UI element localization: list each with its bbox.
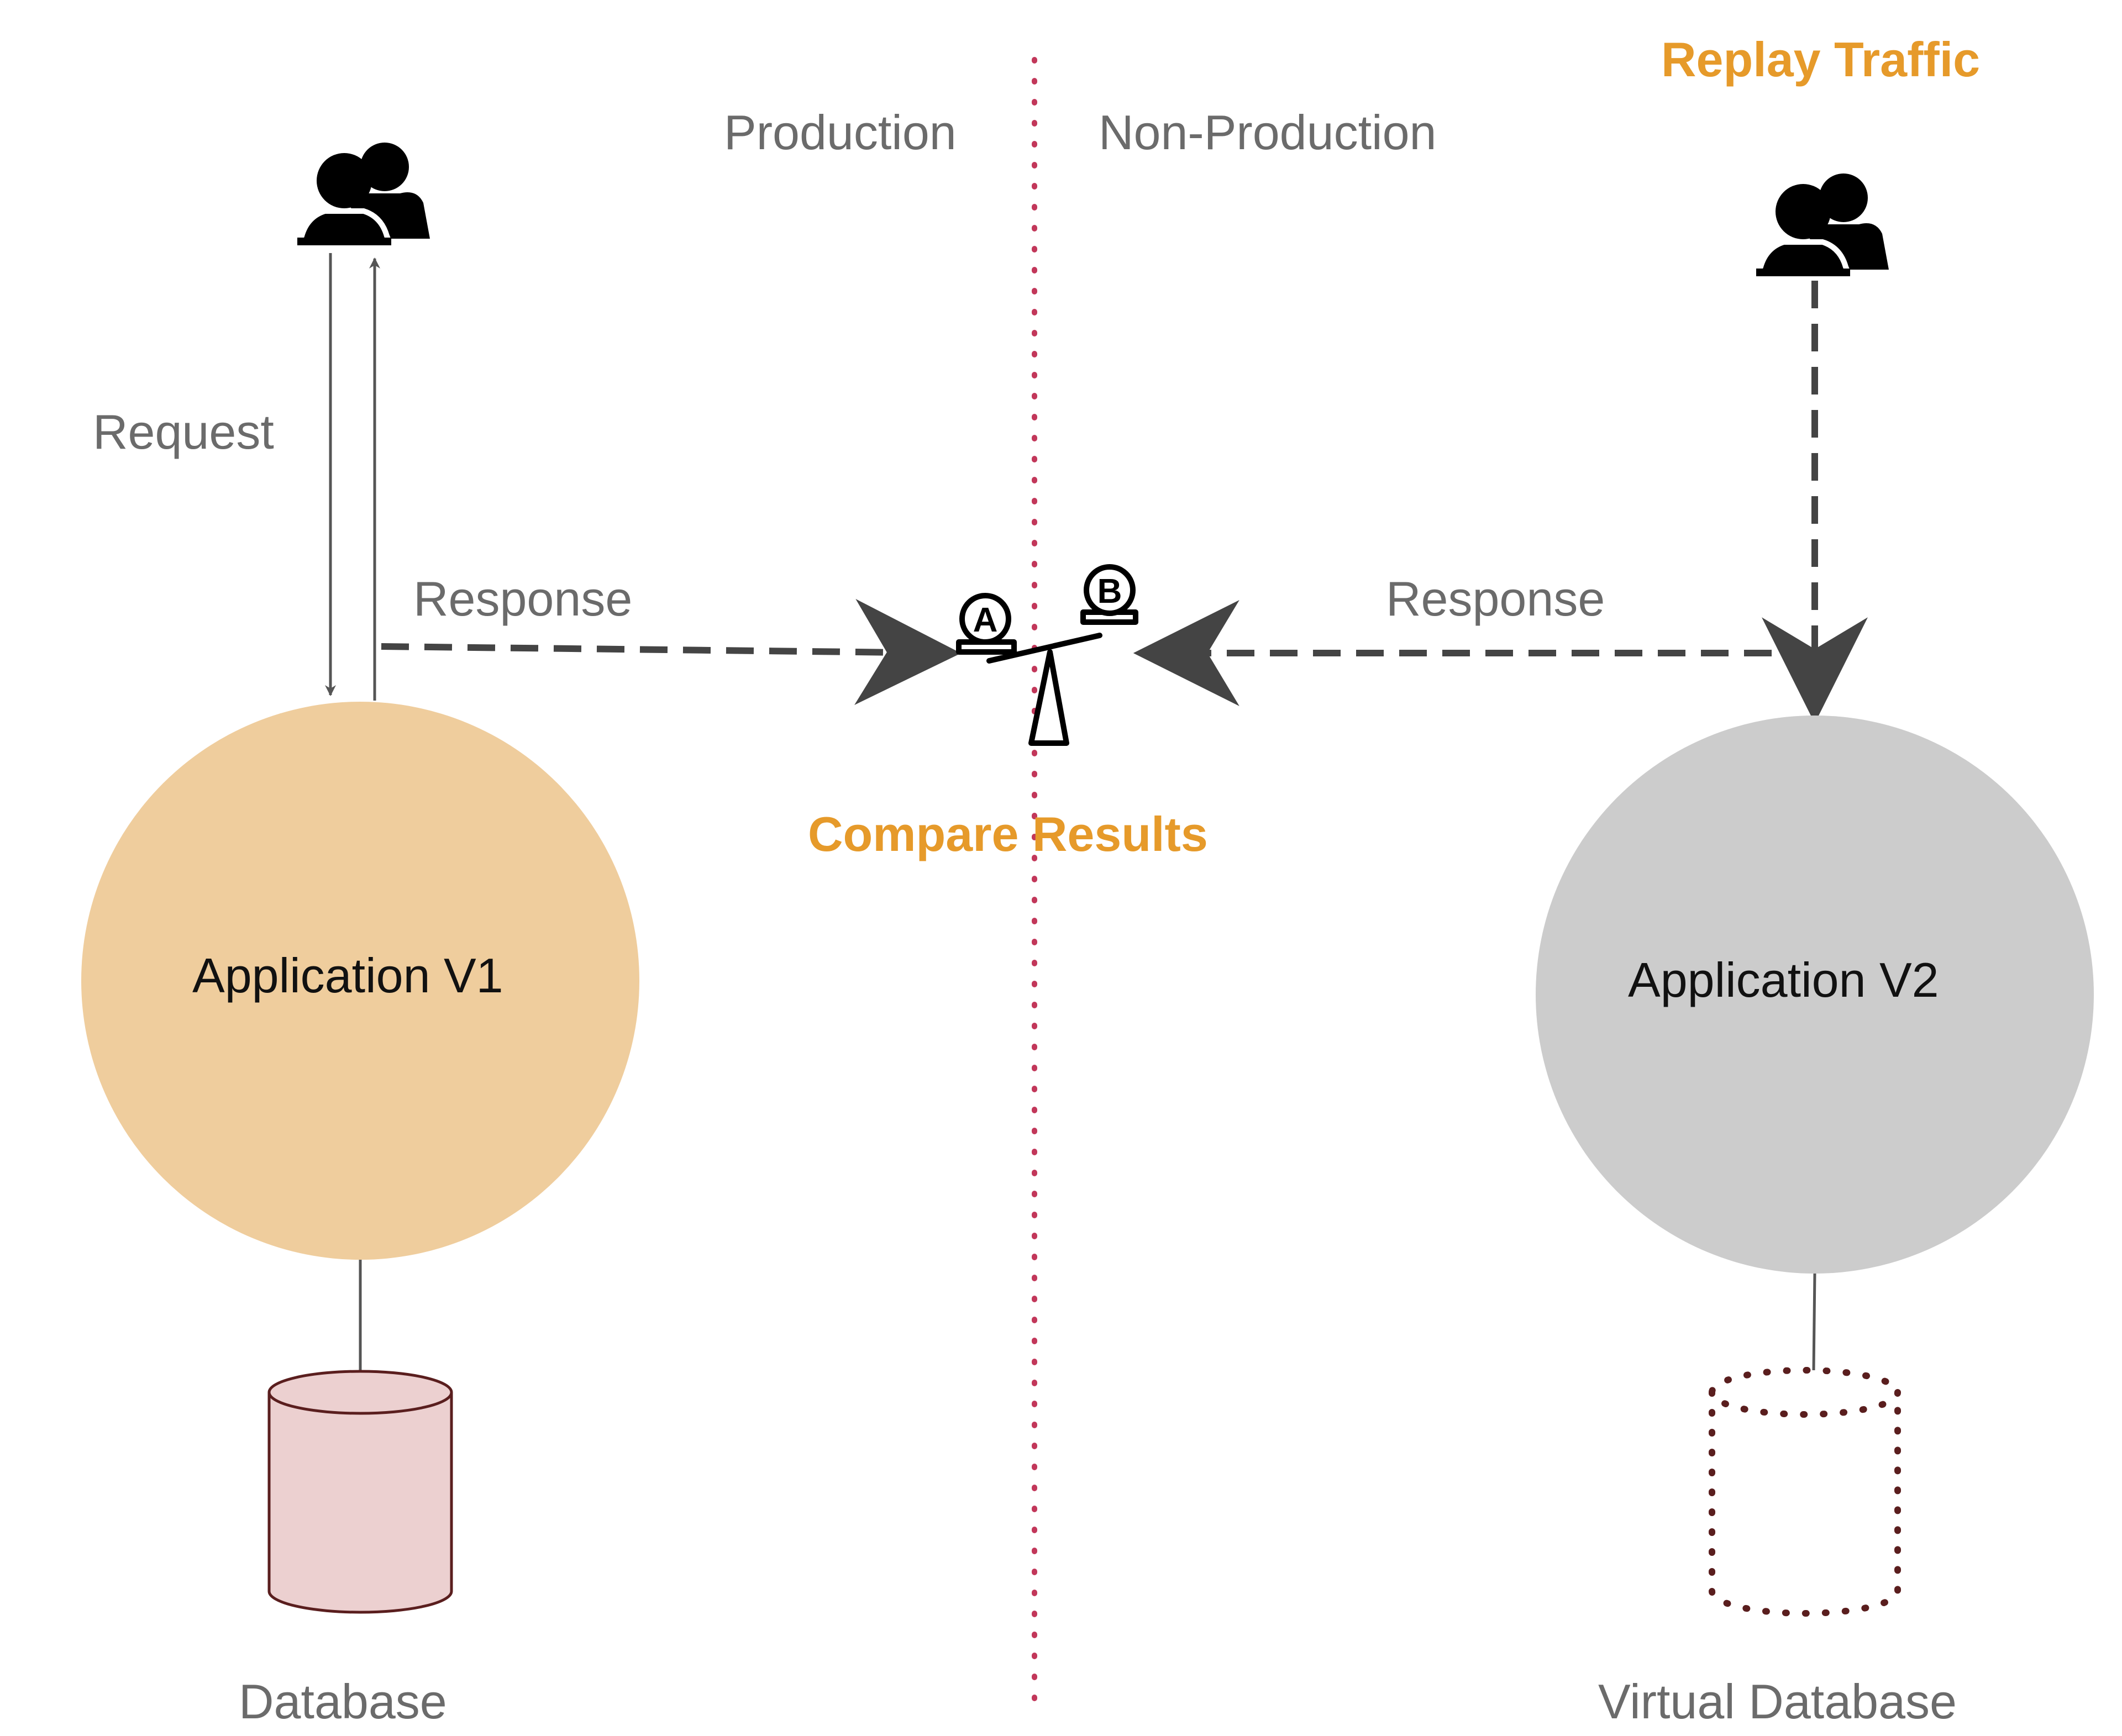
response-label-left: Response <box>413 571 633 626</box>
compare-results-label: Compare Results <box>808 807 1208 861</box>
application-v1-label: Application V1 <box>192 948 503 1003</box>
non-production-zone-label: Non-Production <box>1099 105 1437 160</box>
balance-scale-icon <box>956 564 1138 746</box>
response-label-right: Response <box>1386 571 1605 626</box>
application-v2-label: Application V2 <box>1628 953 1939 1007</box>
virtual-database-icon <box>1709 1367 1901 1617</box>
replay-traffic-label: Replay Traffic <box>1661 32 1981 87</box>
users-icon <box>1756 173 1889 276</box>
application-v2-node <box>1536 716 2094 1274</box>
production-zone-label: Production <box>724 105 957 160</box>
request-label: Request <box>93 404 274 459</box>
application-v1-node <box>81 702 639 1260</box>
database-label: Database <box>239 1674 447 1729</box>
users-icon <box>297 143 430 245</box>
response-v1-arrow <box>381 598 962 705</box>
scale-badge-a: A <box>973 601 998 639</box>
virtual-database-label: Virtual Database <box>1598 1674 1957 1729</box>
v2-db-connector <box>1812 1273 1816 1371</box>
database-icon <box>267 1370 453 1614</box>
scale-badge-b: B <box>1097 572 1122 611</box>
